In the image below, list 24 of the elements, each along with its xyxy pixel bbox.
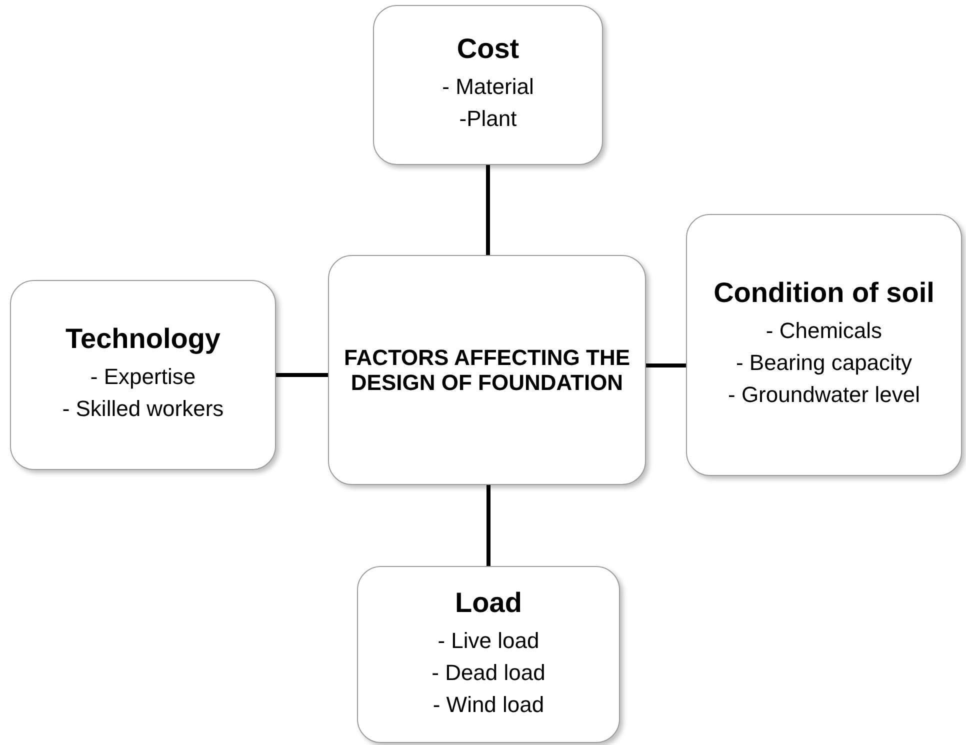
rounded-box — [328, 255, 646, 485]
list-item: - Bearing capacity — [736, 351, 912, 376]
box-heading: Cost — [456, 34, 520, 66]
connector-line — [486, 485, 490, 566]
list-item: - Skilled workers — [62, 397, 224, 422]
connector-line — [276, 373, 328, 377]
box-heading: Condition of soil — [714, 278, 934, 310]
list-item: - Chemicals — [766, 319, 882, 344]
rounded-box — [686, 214, 962, 476]
rounded-box — [357, 566, 620, 743]
box-heading: Technology — [65, 324, 221, 356]
central-topic-text: FACTORS AFFECTING THE DESIGN OF FOUNDATION — [343, 344, 631, 396]
list-item: - Wind load — [432, 692, 544, 718]
list-item: - Groundwater level — [728, 383, 920, 408]
list-item: - Live load — [438, 628, 540, 653]
rounded-box — [373, 5, 603, 165]
rounded-box — [10, 280, 276, 470]
list-item: - Material — [442, 75, 534, 100]
list-item: - Expertise — [90, 365, 196, 390]
list-item: -Plant — [459, 107, 517, 132]
connector-line — [646, 364, 686, 368]
list-item: - Dead load — [432, 660, 546, 685]
box-heading: Load — [455, 588, 522, 619]
connector-line — [486, 165, 490, 255]
